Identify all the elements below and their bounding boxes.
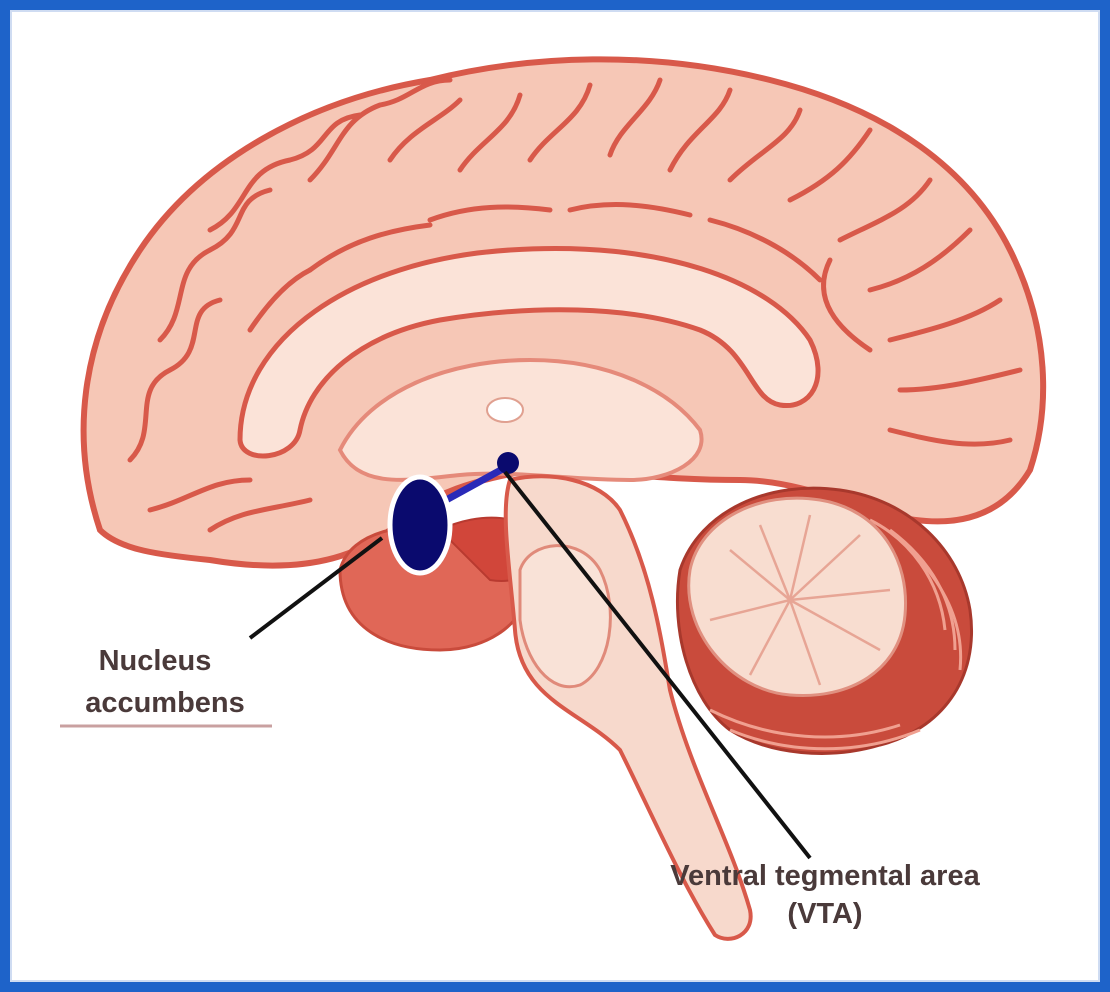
vta-label-line1: Ventral tegmental area xyxy=(670,860,980,892)
thalamus-node xyxy=(487,398,523,422)
vta-label-line2: (VTA) xyxy=(787,898,862,930)
nucleus-accumbens-marker xyxy=(390,477,450,573)
image-frame: Nucleus accumbens Ventral tegmental area… xyxy=(10,10,1100,982)
brain-diagram: Nucleus accumbens Ventral tegmental area… xyxy=(10,10,1100,982)
nucleus-accumbens-label-line2: accumbens xyxy=(85,687,245,719)
vta-marker xyxy=(497,452,519,474)
nucleus-accumbens-label-line1: Nucleus xyxy=(99,645,212,677)
